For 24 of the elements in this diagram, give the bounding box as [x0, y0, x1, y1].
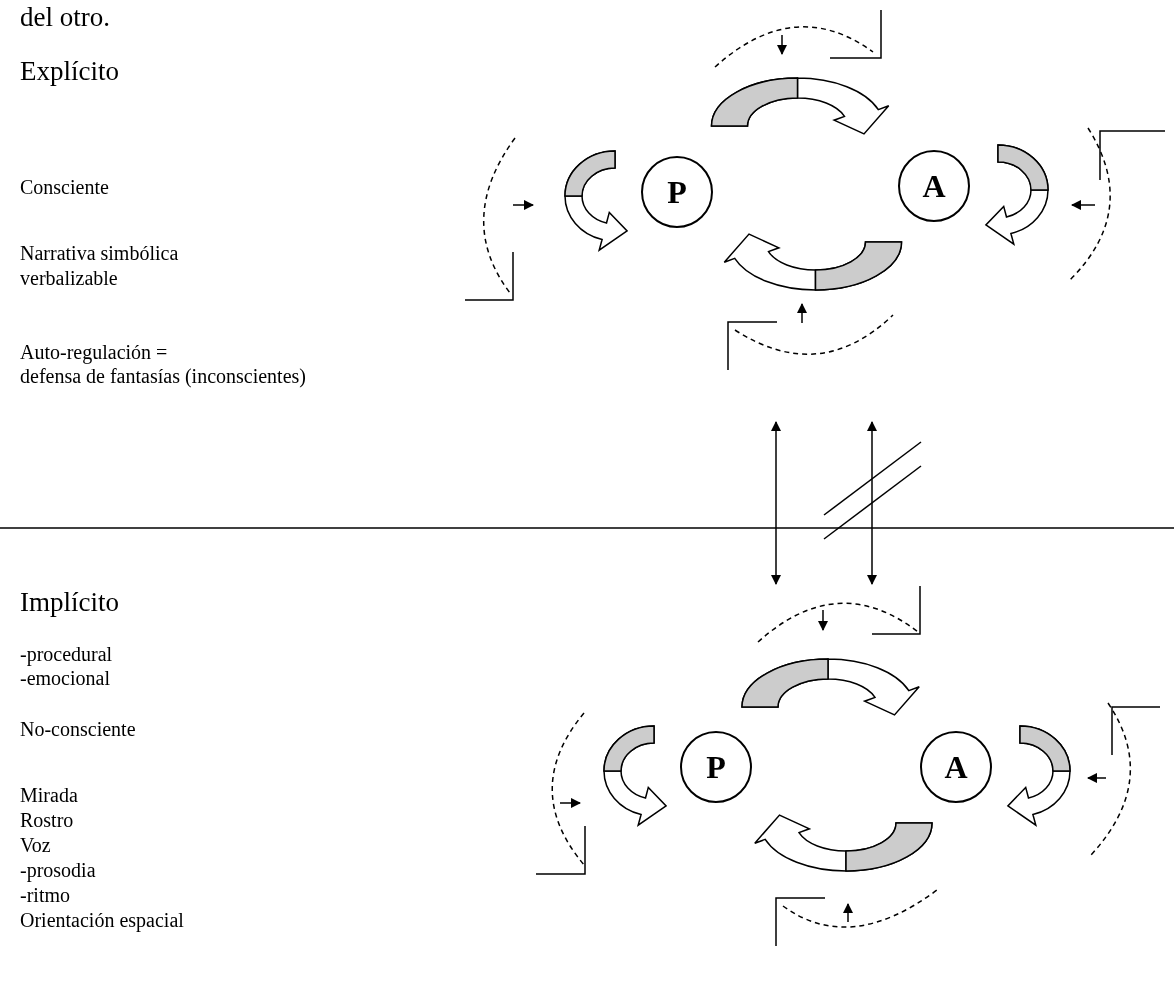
curved-arrow — [603, 725, 667, 826]
text-label: Consciente — [20, 175, 109, 200]
text-label: Auto-regulación = — [20, 340, 168, 365]
text-label: No-consciente — [20, 717, 136, 742]
text-label: Voz — [20, 833, 51, 858]
curved-arrow — [741, 658, 920, 716]
section-heading: del otro. — [20, 1, 110, 34]
curved-arrow — [1007, 725, 1071, 826]
text-label: Rostro — [20, 808, 74, 833]
text-label: Orientación espacial — [20, 908, 184, 933]
section-heading: Explícito — [20, 55, 119, 88]
text-label: Mirada — [20, 783, 78, 808]
curved-arrow — [710, 77, 890, 135]
text-label: -ritmo — [20, 883, 70, 908]
curved-arrow — [754, 814, 933, 872]
text-label: -procedural — [20, 642, 113, 667]
text-label: defensa de fantasías (inconscientes) — [20, 364, 306, 389]
text-label: -prosodia — [20, 858, 96, 883]
section-heading: Implícito — [20, 586, 119, 619]
curved-arrow — [723, 233, 903, 291]
text-label: Narrativa simbólica verbalizable — [20, 241, 180, 291]
text-label: -emocional — [20, 666, 110, 691]
curved-arrow — [985, 144, 1049, 245]
curved-arrow — [564, 150, 628, 251]
